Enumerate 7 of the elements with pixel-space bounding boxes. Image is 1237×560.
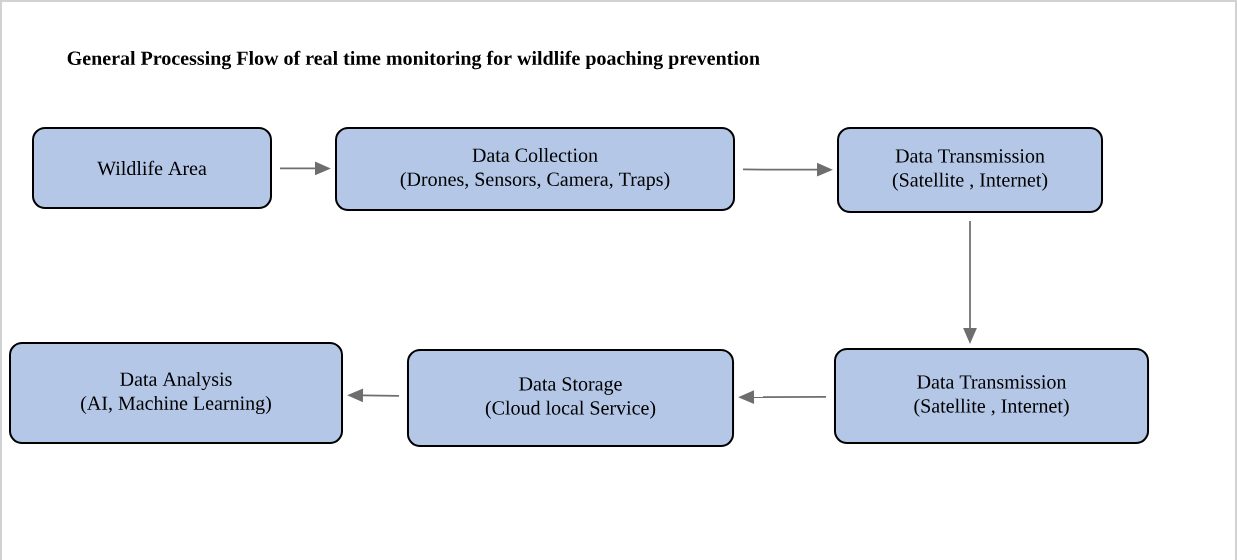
process-box: Data Storage (Cloud local Service) [406,349,735,447]
process-box: Data Analysis (AI, Machine Learning) [9,342,343,444]
process-box: Wildlife Area [32,127,272,209]
process-box: Data Transmission (Satellite , Internet) [837,127,1103,213]
process-box: Data Collection (Drones, Sensors, Camera, Traps) [335,127,735,211]
process-box: Data Transmission (Satellite , Internet) [834,348,1150,444]
title: General Processing Flow of real time monitoring for wildlife poaching prevention [67,50,760,70]
